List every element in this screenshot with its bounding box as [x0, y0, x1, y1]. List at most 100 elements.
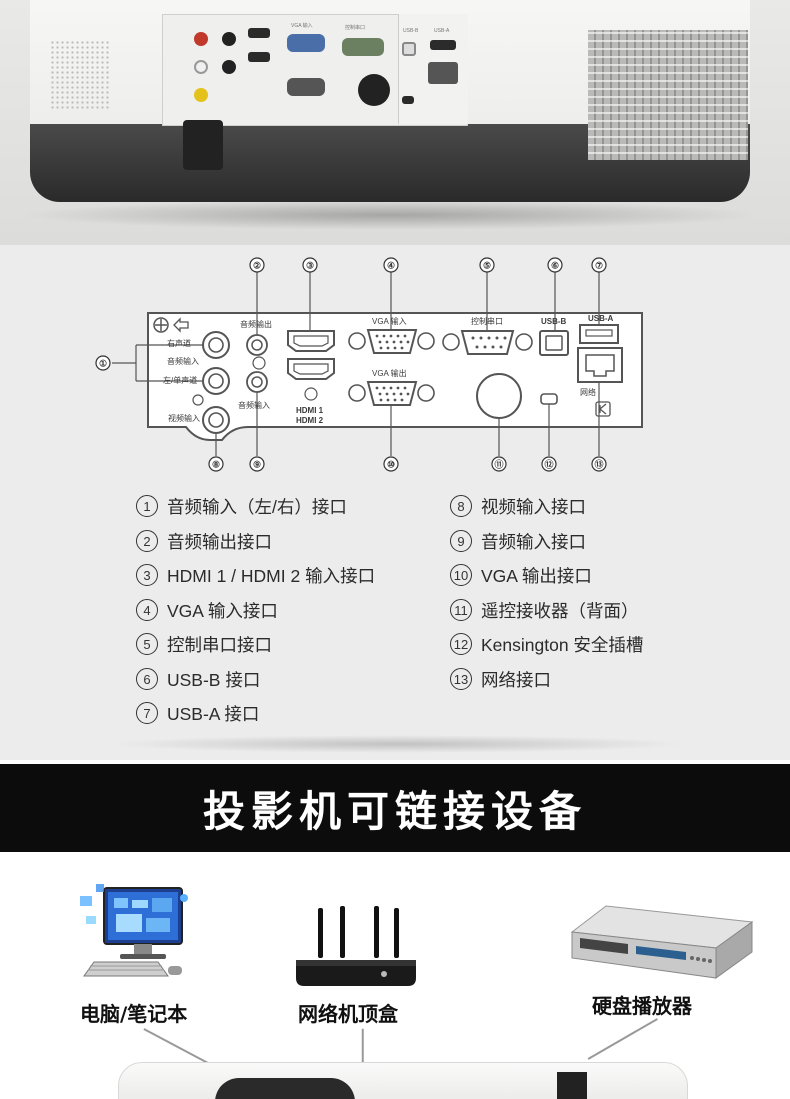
callout-12: ⑫ [544, 459, 553, 470]
legend-shadow [108, 735, 688, 753]
device-label-hdd-player: 硬盘播放器 [592, 994, 692, 1018]
photo-ir-receiver [358, 74, 390, 106]
photo-serial [342, 38, 384, 56]
hdmi-ground-icon [304, 387, 318, 401]
legend-item-8: 8 视频输入接口 [450, 493, 586, 519]
photo-rca-red [194, 32, 208, 46]
legend-item-2: 2 音频输出接口 [136, 528, 272, 554]
legend-item-9: 9 音频输入接口 [450, 528, 586, 554]
label-serial: 控制串口 [471, 316, 503, 326]
legend-text: VGA 输入接口 [167, 600, 278, 621]
legend-text: USB-B 接口 [167, 669, 261, 690]
callouts-top [249, 257, 607, 273]
legend-num: 11 [450, 599, 472, 621]
device-label-set-top-box: 网络机顶盒 [298, 1002, 398, 1026]
projector-focus-knob [557, 1072, 587, 1099]
devices-section: 电脑/笔记本 网络机顶盒 硬盘播放器 [0, 852, 790, 1099]
hdd-player-icon [570, 905, 754, 979]
legend-text: HDMI 1 / HDMI 2 输入接口 [167, 565, 376, 586]
callout-11: ⑪ [494, 459, 503, 470]
callout-5: ⑤ [483, 261, 491, 271]
photo-label-serial: 控制串口 [345, 25, 366, 31]
label-usb-b: USB-B [541, 317, 567, 326]
callout-4: ④ [387, 261, 395, 271]
legend-text: Kensington 安全插槽 [481, 634, 644, 655]
ground-small-icon [192, 394, 204, 406]
connector-line-set-top-box [362, 1028, 364, 1063]
photo-rj45 [428, 62, 458, 84]
label-network: 网络 [580, 387, 596, 397]
label-usb-a: USB-A [588, 314, 614, 323]
vent-grille-overlay [588, 30, 748, 160]
usb-b-port [539, 330, 569, 356]
label-vga-out: VGA 输出 [372, 368, 407, 378]
legend-text: 控制串口接口 [167, 634, 272, 655]
io-panel-diagram: ② ③ ④ ⑤ ⑥ ⑦ ⑧ ⑨ ⑩ ⑪ ⑫ ⑬ ① 音频输出 右声道 音频输入 … [0, 245, 790, 760]
projector-top-view [118, 1062, 688, 1099]
photo-hdmi1 [248, 28, 270, 38]
legend-num: 10 [450, 564, 472, 586]
rj45-port [577, 347, 623, 383]
legend-text: 音频输入（左/右）接口 [167, 496, 347, 517]
legend-num: 2 [136, 530, 158, 552]
callout-13: ⑬ [594, 459, 603, 470]
device-label-computer: 电脑/笔记本 [80, 1002, 188, 1026]
callout-3: ③ [306, 261, 314, 271]
photo-rca-yellow [194, 88, 208, 102]
callout-left-circle [95, 355, 111, 371]
legend-num: 4 [136, 599, 158, 621]
hdmi1-port [287, 330, 335, 352]
serial-port [442, 330, 533, 355]
connectable-devices-banner: 投影机可链接设备 [0, 764, 790, 852]
photo-power-socket [183, 120, 223, 170]
label-video-in: 视频输入 [168, 413, 200, 423]
projector-rear-photo: VGA 输入 控制串口 USB-B USB-A [0, 0, 790, 245]
legend-text: 音频输出接口 [167, 531, 272, 552]
legend-num: 8 [450, 495, 472, 517]
label-right-ch: 右声道 [167, 338, 191, 348]
projector-lens [215, 1078, 355, 1099]
connector-line-hdd-player [587, 1018, 658, 1060]
photo-rca-white [194, 60, 208, 74]
arrow-icon [173, 317, 189, 333]
label-hdmi1: HDMI 1 [296, 406, 324, 415]
callout-1: ① [99, 359, 107, 369]
legend-item-6: 6 USB-B 接口 [136, 666, 260, 692]
photo-kensington [402, 96, 414, 104]
callout-10: ⑩ [387, 460, 395, 470]
photo-label-usb-a: USB-A [434, 28, 450, 34]
vga-out-port [348, 381, 435, 406]
photo-label-usb-b: USB-B [403, 28, 419, 34]
legend-text: 网络接口 [481, 669, 551, 690]
legend-num: 13 [450, 668, 472, 690]
callout-2: ② [253, 261, 261, 271]
vga-in-port [348, 329, 435, 354]
photo-vga-out [287, 78, 325, 96]
panel-outline [147, 312, 643, 441]
legend-num: 3 [136, 564, 158, 586]
callout-7: ⑦ [595, 261, 603, 271]
legend-num: 1 [136, 495, 158, 517]
legend-item-10: 10 VGA 输出接口 [450, 562, 592, 588]
set-top-box-icon [296, 906, 416, 986]
callout-6: ⑥ [551, 261, 559, 271]
computer-icon [80, 884, 188, 977]
label-audio-in: 音频输入 [167, 356, 199, 366]
callouts-bottom [208, 456, 607, 472]
legend-text: USB-A 接口 [167, 703, 260, 724]
label-audio-out: 音频输出 [240, 319, 272, 329]
label-audio-in-2: 音频输入 [238, 400, 270, 410]
ground-icon [153, 317, 169, 333]
legend-item-13: 13 网络接口 [450, 666, 551, 692]
label-vga-in: VGA 输入 [372, 316, 407, 326]
audio-ground-icon [252, 356, 266, 370]
legend-text: 视频输入接口 [481, 496, 586, 517]
label-hdmi2: HDMI 2 [296, 416, 324, 425]
legend-item-12: 12 Kensington 安全插槽 [450, 631, 643, 657]
banner-title: 投影机可链接设备 [202, 786, 587, 836]
legend-item-7: 7 USB-A 接口 [136, 700, 259, 726]
photo-usb-b [402, 42, 416, 56]
legend-text: 音频输入接口 [481, 531, 586, 552]
photo-audio-out [222, 32, 236, 46]
photo-vga-in [287, 34, 325, 52]
